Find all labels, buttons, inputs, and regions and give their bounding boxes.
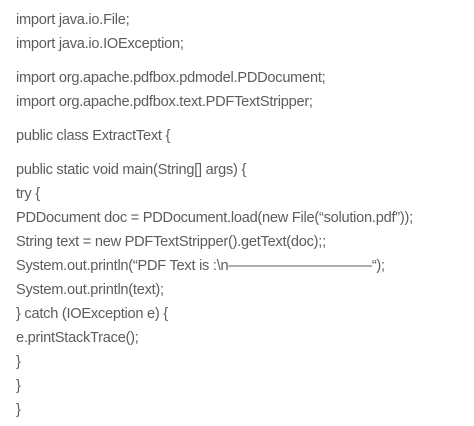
code-line: import org.apache.pdfbox.text.PDFTextStr… (16, 94, 313, 110)
imports-pdfbox: import org.apache.pdfbox.pdmodel.PDDocum… (16, 66, 468, 114)
code-line: System.out.println(text); (16, 282, 164, 298)
imports-java-io: import java.io.File; import java.io.IOEx… (16, 8, 468, 56)
code-line: System.out.println(“PDF Text is :\n—————… (16, 258, 385, 274)
code-line: e.printStackTrace(); (16, 330, 139, 346)
code-line: PDDocument doc = PDDocument.load(new Fil… (16, 210, 413, 226)
code-line: } (16, 402, 21, 418)
code-line: public class ExtractText { (16, 128, 171, 144)
code-line: try { (16, 186, 40, 202)
code-line: String text = new PDFTextStripper().getT… (16, 234, 326, 250)
code-listing: import java.io.File; import java.io.IOEx… (16, 8, 468, 422)
code-line: import java.io.IOException; (16, 36, 184, 52)
main-method-body: public static void main(String[] args) {… (16, 158, 468, 422)
code-line: public static void main(String[] args) { (16, 162, 247, 178)
code-line: } catch (IOException e) { (16, 306, 168, 322)
class-declaration: public class ExtractText { (16, 124, 468, 148)
code-line: } (16, 354, 21, 370)
code-line: import org.apache.pdfbox.pdmodel.PDDocum… (16, 70, 326, 86)
code-line: } (16, 378, 21, 394)
code-line: import java.io.File; (16, 12, 130, 28)
